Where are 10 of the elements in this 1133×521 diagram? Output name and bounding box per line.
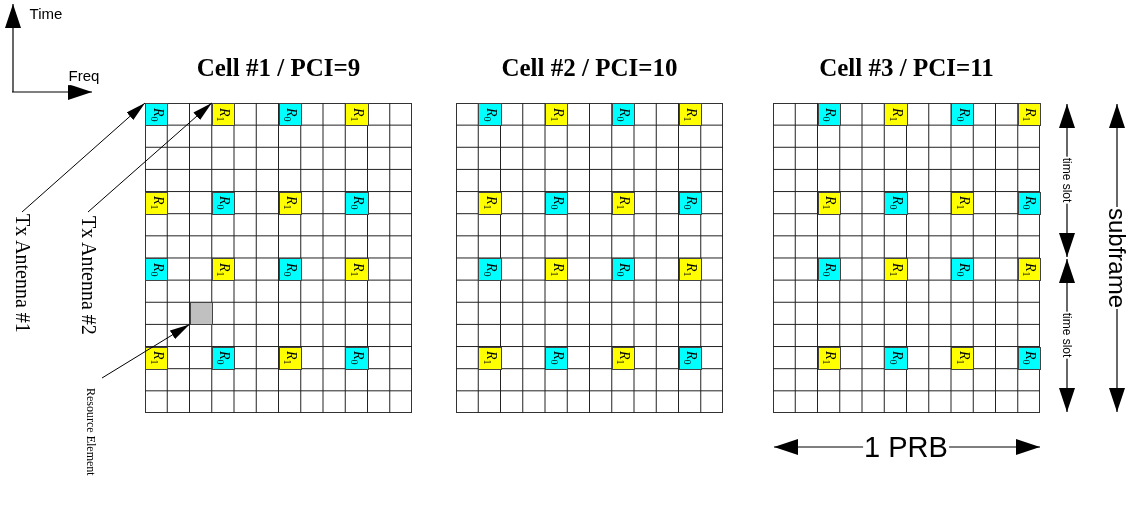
leader-line xyxy=(101,323,190,379)
grid-title: Cell #1 / PCI=9 xyxy=(195,54,362,82)
leader-line xyxy=(87,102,213,213)
leader-line xyxy=(21,102,146,213)
grid-title: Cell #2 / PCI=10 xyxy=(500,54,679,82)
resource-element xyxy=(189,302,213,326)
annotation-text: Resource Element xyxy=(84,388,98,476)
annotation-text: Tx Antenna #1 xyxy=(12,214,34,333)
grid-title: Cell #3 / PCI=11 xyxy=(818,54,995,82)
annotation-text: Tx Antenna #2 xyxy=(78,216,100,335)
